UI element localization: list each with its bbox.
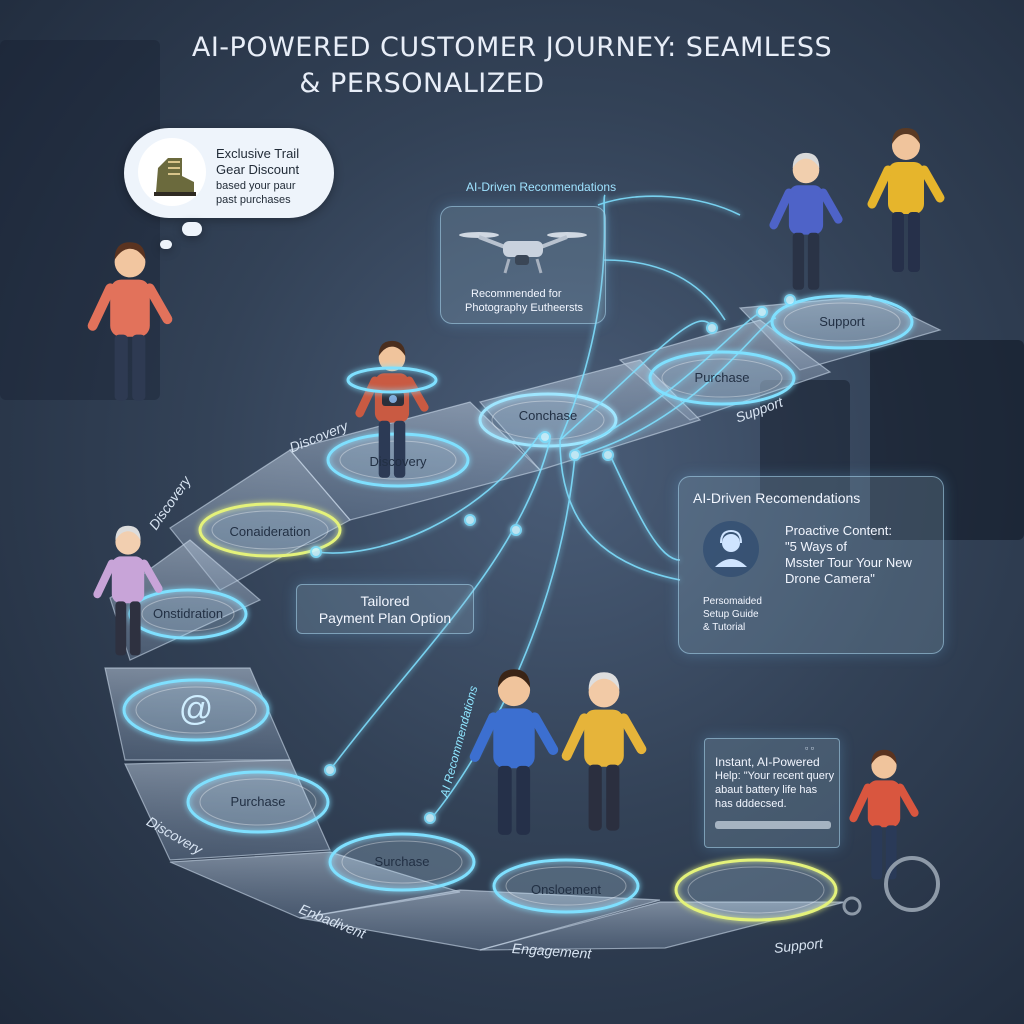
connection-line [559,194,606,441]
scan-halo [346,366,438,394]
photographer-man [355,340,429,478]
glow-node [510,524,522,536]
camera-icon [382,392,404,406]
stage-label: Surchase [374,854,430,869]
glow-node [310,546,322,558]
stage-label: Onstidration [152,606,224,621]
glow-node [706,322,718,334]
content-panel-header: AI-Driven Recomendations [693,490,861,506]
title-line-1: AI-POWERED CUSTOMER JOURNEY: SEAMLESS [191,32,833,63]
glow-node [324,764,336,776]
title-line-2: & PERSONALIZED [299,68,545,99]
man-blue-jacket [469,669,559,835]
stage-ring [674,858,838,922]
content-recommendation-panel: AI-Driven Recomendations Proactive Conte… [678,476,944,654]
bubble-line-3: based your paur [216,180,296,192]
glow-node [784,294,796,306]
help-chat-panel: ▫ ▫ Instant, AI-Powered Help: "Your rece… [704,738,840,848]
proactive-line-4: Drone Camera" [785,571,875,586]
window-controls: ▫ ▫ [805,743,814,753]
connection-line [559,439,681,581]
connection-line [569,311,763,453]
glow-node [539,431,551,443]
connection-line [609,454,681,561]
drone-icon [453,219,593,284]
help-line-4: has dddecsed. [715,798,787,810]
bubble-line-2: Gear Discount [216,162,300,177]
help-input-bar[interactable] [715,821,831,829]
boot-icon [138,138,206,206]
glow-node [464,514,476,526]
stage-ring [198,502,342,558]
payment-plan-panel: Tailored Payment Plan Option [296,584,474,634]
payment-line-2: Payment Plan Option [318,610,452,626]
stage-label: Discovery [369,454,427,469]
stage-label: @ [178,690,214,728]
connection-line [559,320,713,441]
thought-dot [160,240,172,249]
man-yellow-jacket [867,128,945,272]
drone-panel-line-1: Recommended for [471,288,562,300]
guide-line-1: Persomaided [703,596,762,607]
older-woman-backpack [93,525,163,656]
guide-line-3: & Tutorial [703,622,746,633]
stage-ring [328,832,476,892]
grandfather [561,672,647,831]
proactive-line-3: Msster Tour Your New [785,555,912,570]
glow-node [424,812,436,824]
guide-line-2: Setup Guide [703,609,759,620]
support-agent-icon [703,521,759,577]
proactive-line-1: Proactive Content: [785,523,892,538]
people-figures [87,128,945,916]
bubble-line-4: past purchases [216,194,291,206]
page-title: AI-POWERED CUSTOMER JOURNEY: SEAMLESS & … [0,30,1024,102]
stage-label: Onsloement [530,882,602,897]
stage-label: Purchase [694,370,750,385]
man-wheelchair [849,749,919,880]
connection-line [597,195,741,216]
glow-node [602,449,614,461]
glow-node [756,306,768,318]
proactive-line-2: "5 Ways of [785,539,847,554]
background-window [760,380,850,500]
thought-dot [182,222,202,236]
drone-panel-line-2: Photography Eutheersts [465,302,584,314]
stage-label: Conaideration [229,524,311,539]
glow-node [569,449,581,461]
stage-ring [186,770,330,834]
connection-line [603,259,726,321]
connection-line [579,317,777,456]
stage-ring [122,678,270,742]
stage-ring [492,858,640,914]
journey-stage-rings [122,294,914,922]
background-window [870,340,1024,540]
help-line-3: abaut battery life has [715,784,818,796]
connection-line [329,439,551,771]
payment-line-1: Tailored [360,593,410,609]
connection-line [315,433,541,554]
stage-label: Purchase [230,794,286,809]
thought-bubble: Exclusive Trail Gear Discount based your… [124,128,334,218]
drone-recommendation-panel: Recommended for Photography Eutheersts [440,206,606,324]
ai-connection-lines [310,194,796,824]
drone-panel-header: AI-Driven Reconmendations [466,180,617,194]
help-line-2: Help: "Your recent query [715,770,835,782]
hiker-woman [87,242,173,401]
stage-label: Support [819,314,865,329]
stage-ring [648,350,796,406]
stage-ring [770,294,914,350]
help-line-1: Instant, AI-Powered [715,755,820,769]
stage-label: Conchase [518,408,578,423]
wheelchair-icon [842,856,940,916]
older-woman [769,152,843,290]
bubble-line-1: Exclusive Trail [216,146,300,161]
